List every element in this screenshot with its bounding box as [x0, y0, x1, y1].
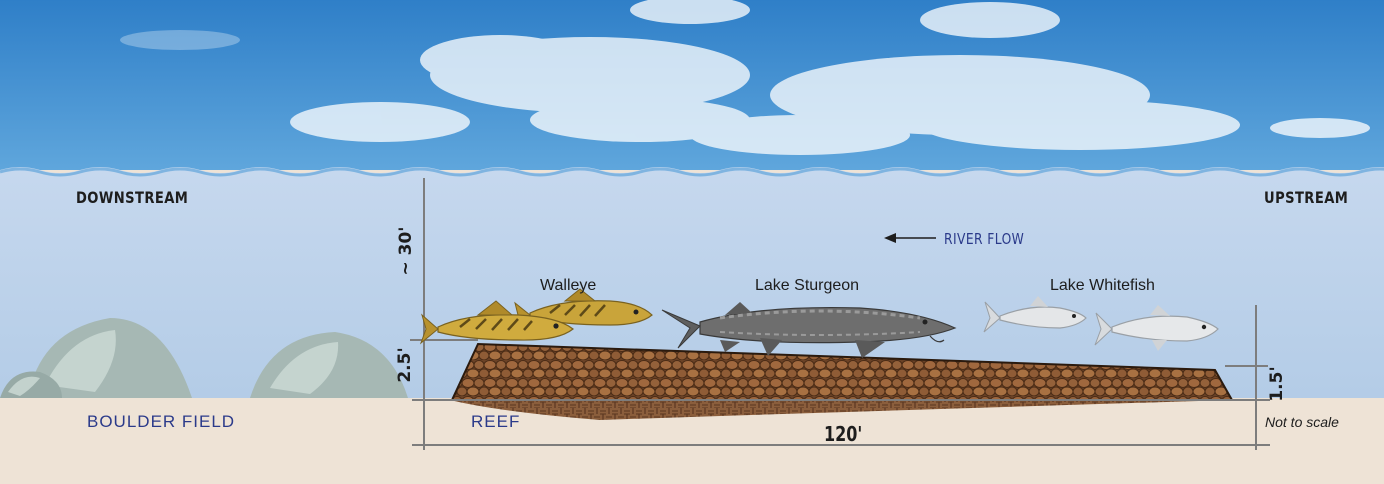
walleye-label: Walleye	[540, 277, 597, 294]
lake-sturgeon-fish	[661, 302, 957, 358]
river-bed	[0, 398, 1384, 484]
reef-height-right-dimension: 1.5'	[1267, 366, 1287, 402]
lake-whitefish-fish	[983, 296, 1219, 351]
boulders	[0, 318, 408, 398]
not-to-scale-note: Not to scale	[1265, 414, 1339, 430]
lake-sturgeon-label: Lake Sturgeon	[755, 277, 860, 294]
downstream-label: DOWNSTREAM	[76, 188, 189, 207]
reef-height-left-dimension: 2.5'	[395, 347, 415, 383]
river-flow-arrow	[884, 233, 936, 243]
reef-base	[450, 400, 1232, 420]
clouds	[120, 0, 1370, 155]
upstream-label: UPSTREAM	[1264, 188, 1349, 207]
river-flow-label: RIVER FLOW	[944, 230, 1025, 248]
boulder-field-label: BOULDER FIELD	[87, 412, 236, 431]
reef-length-dimension: 120'	[824, 422, 863, 446]
lake-whitefish-label: Lake Whitefish	[1050, 277, 1155, 294]
reef-label: REEF	[471, 412, 521, 431]
dimension-lines	[410, 178, 1270, 450]
depth-dimension: ~ 30'	[396, 226, 416, 276]
walleye-fish	[419, 288, 653, 345]
